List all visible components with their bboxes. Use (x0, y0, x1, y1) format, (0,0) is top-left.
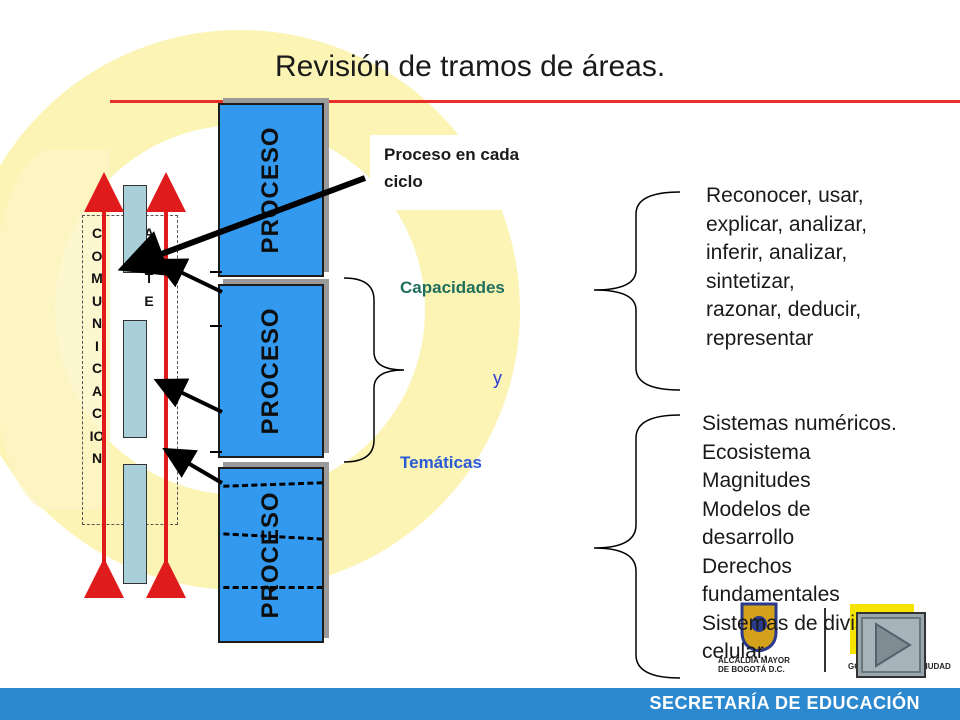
brace-icon (343, 277, 405, 463)
next-slide-button[interactable] (856, 612, 926, 678)
next-slide-icon (861, 617, 921, 673)
slide-title: Revisión de tramos de áreas. (275, 50, 666, 83)
footer-text: SECRETARÍA DE EDUCACIÓN (649, 693, 920, 713)
brace-icon (593, 414, 681, 679)
arrow-icon (153, 378, 223, 414)
process-block-1: PROCESO (218, 103, 324, 277)
tematicas-list: Sistemas numéricos. Ecosistema Magnitude… (702, 412, 897, 663)
callout-arrow-icon (117, 175, 367, 277)
callout-background (370, 135, 570, 210)
callout-text: Proceso en cada ciclo (384, 145, 520, 191)
alcaldia-logo-text: ALCALDÍA MAYOR DE BOGOTÁ D.C. (718, 656, 790, 674)
title-underline (110, 100, 960, 103)
conjunction-label: y (493, 368, 502, 388)
tematicas-label: Temáticas (400, 453, 482, 472)
capacidades-list: Reconocer, usar, explicar, analizar, inf… (706, 184, 868, 350)
capacidades-label: Capacidades (400, 278, 505, 297)
process-block-2: PROCESO (218, 284, 324, 458)
dashed-divider (220, 586, 322, 589)
brace-icon (593, 191, 681, 391)
footer-bar (0, 688, 960, 720)
arrow-icon (162, 447, 224, 485)
shield-icon (740, 602, 778, 653)
process-block-3: PROCESO (218, 467, 324, 643)
arrow-icon (153, 258, 223, 294)
logo-divider (824, 608, 826, 672)
stage-bar-2 (123, 320, 147, 438)
